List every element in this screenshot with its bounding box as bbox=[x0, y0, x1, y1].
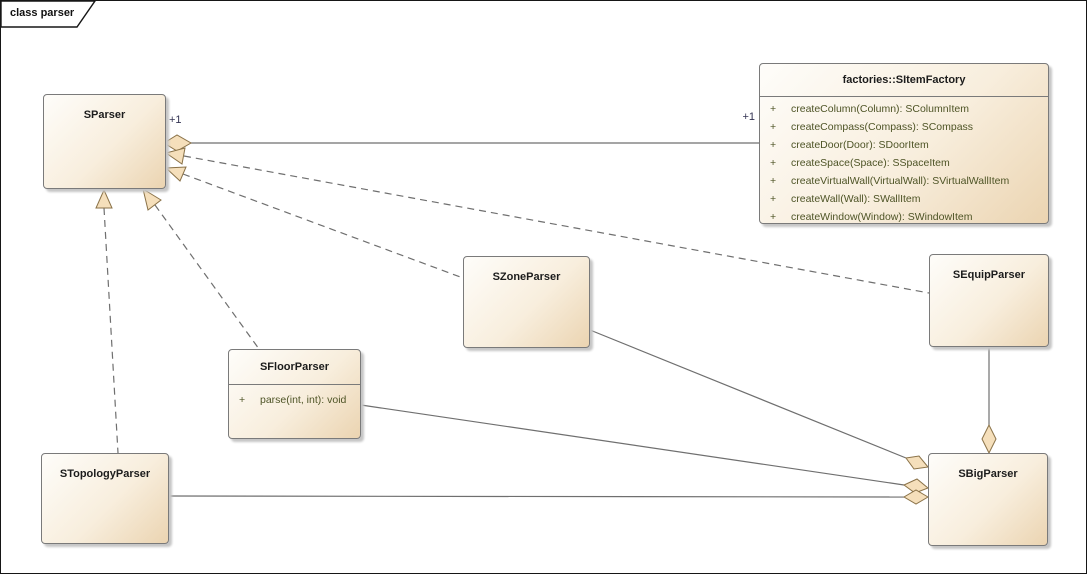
method-row: + createDoor(Door): SDoorItem bbox=[760, 136, 1048, 154]
connector-realization-szoneparser-sparser[interactable] bbox=[164, 166, 464, 279]
connector-aggregation-szoneparser-sbigparser[interactable] bbox=[589, 329, 929, 470]
class-sequipparser[interactable]: SEquipParser bbox=[929, 254, 1049, 347]
class-szoneparser[interactable]: SZoneParser bbox=[463, 256, 590, 348]
method-row: + createWindow(Window): SWindowItem bbox=[760, 208, 1048, 226]
class-sitemfactory[interactable]: factories::SItemFactory + createColumn(C… bbox=[759, 63, 1049, 224]
class-sfloorparser[interactable]: SFloorParser + parse(int, int): void bbox=[228, 349, 361, 439]
generalization-arrow-icon bbox=[95, 188, 113, 209]
generalization-arrow-icon bbox=[142, 187, 162, 211]
method-row: + parse(int, int): void bbox=[229, 391, 360, 409]
generalization-arrow-icon bbox=[164, 147, 186, 165]
visibility-marker: + bbox=[770, 139, 777, 151]
aggregation-diamond-icon bbox=[903, 478, 929, 494]
method-signature: createCompass(Compass): SCompass bbox=[791, 121, 974, 133]
class-name: STopologyParser bbox=[59, 468, 151, 480]
class-name: SFloorParser bbox=[259, 361, 330, 373]
connector-aggregation-sequipparser-sbigparser[interactable] bbox=[981, 347, 997, 455]
method-signature: createWindow(Window): SWindowItem bbox=[791, 211, 973, 223]
generalization-arrow-icon bbox=[164, 166, 187, 182]
connector-aggregation-sfloorparser-sbigparser[interactable] bbox=[360, 404, 929, 494]
multiplicity-label-sparser-end: +1 bbox=[169, 114, 182, 126]
aggregation-diamond-icon bbox=[163, 134, 193, 152]
visibility-marker: + bbox=[770, 211, 777, 223]
class-name: SZoneParser bbox=[492, 271, 561, 283]
multiplicity-label-factory-end: +1 bbox=[742, 111, 755, 123]
class-sparser[interactable]: SParser bbox=[43, 94, 166, 189]
diagram-frame-label: class parser bbox=[10, 7, 75, 19]
method-row: + createVirtualWall(VirtualWall): SVirtu… bbox=[760, 172, 1048, 190]
class-name: SBigParser bbox=[958, 468, 1018, 480]
method-row: + createSpace(Space): SSpaceItem bbox=[760, 154, 1048, 172]
method-signature: createSpace(Space): SSpaceItem bbox=[791, 157, 950, 169]
connector-realization-stopologyparser-sparser[interactable] bbox=[95, 188, 119, 454]
method-row: + createColumn(Column): SColumnItem bbox=[760, 100, 1048, 118]
methods-compartment: + parse(int, int): void bbox=[229, 385, 360, 409]
connector-aggregation-stopologyparser-sbigparser[interactable] bbox=[168, 489, 929, 505]
method-row: + createCompass(Compass): SCompass bbox=[760, 118, 1048, 136]
visibility-marker: + bbox=[770, 103, 777, 115]
class-name: factories::SItemFactory bbox=[842, 74, 966, 86]
connector-realization-sfloorparser-sparser[interactable] bbox=[142, 187, 260, 350]
class-header: SFloorParser bbox=[229, 350, 360, 385]
methods-compartment: + createColumn(Column): SColumnItem + cr… bbox=[760, 97, 1048, 226]
method-signature: createWall(Wall): SWallItem bbox=[791, 193, 921, 205]
method-signature: createVirtualWall(VirtualWall): SVirtual… bbox=[791, 175, 1010, 187]
method-row: + createWall(Wall): SWallItem bbox=[760, 190, 1048, 208]
connector-realization-sequipparser-sparser[interactable] bbox=[164, 147, 930, 294]
visibility-marker: + bbox=[770, 157, 777, 169]
method-signature: createDoor(Door): SDoorItem bbox=[791, 139, 929, 151]
visibility-marker: + bbox=[239, 394, 246, 406]
class-header: factories::SItemFactory bbox=[760, 64, 1048, 97]
frame-tab bbox=[1, 1, 96, 28]
method-signature: createColumn(Column): SColumnItem bbox=[791, 103, 969, 115]
visibility-marker: + bbox=[770, 193, 777, 205]
aggregation-diamond-icon bbox=[905, 455, 929, 470]
class-stopologyparser[interactable]: STopologyParser bbox=[41, 453, 169, 544]
aggregation-diamond-icon bbox=[903, 489, 929, 505]
class-name: SParser bbox=[83, 109, 126, 121]
connector-aggregation-sparser-sitemfactory[interactable] bbox=[163, 134, 759, 152]
method-signature: parse(int, int): void bbox=[260, 394, 347, 406]
class-sbigparser[interactable]: SBigParser bbox=[928, 453, 1048, 546]
class-name: SEquipParser bbox=[952, 269, 1026, 281]
aggregation-diamond-icon bbox=[981, 423, 997, 455]
visibility-marker: + bbox=[770, 175, 777, 187]
visibility-marker: + bbox=[770, 121, 777, 133]
